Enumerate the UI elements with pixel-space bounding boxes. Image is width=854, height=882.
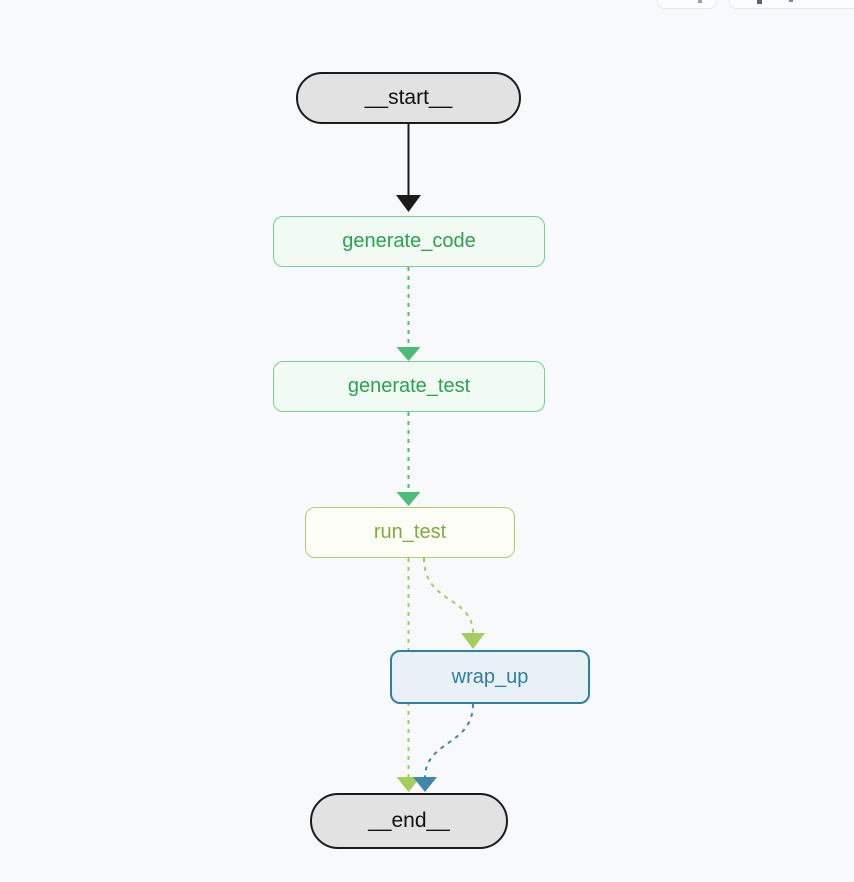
clipped-label-fragment bbox=[789, 0, 793, 2]
node-end-label: __end__ bbox=[368, 809, 450, 832]
node-wrap-up-label: wrap_up bbox=[451, 665, 529, 688]
arrowhead-wrap_up-end bbox=[413, 777, 437, 792]
node-generate-test[interactable]: generate_test bbox=[273, 361, 545, 412]
node-run-test[interactable]: run_test bbox=[305, 507, 515, 558]
node-run-test-label: run_test bbox=[373, 521, 447, 543]
node-generate-test-label: generate_test bbox=[347, 375, 471, 397]
arrowhead-generate_test-run_test bbox=[396, 492, 421, 506]
node-end[interactable]: __end__ bbox=[310, 793, 508, 849]
clipped-label-fragment bbox=[698, 0, 702, 3]
toolbar-button-2[interactable] bbox=[729, 0, 854, 9]
arrowhead-generate_code-generate_test bbox=[396, 347, 421, 361]
edge-wrap_up-end bbox=[424, 703, 474, 779]
node-start-label: __start__ bbox=[364, 86, 453, 109]
edge-run_test-wrap_up bbox=[423, 557, 474, 634]
node-generate-code-label: generate_code bbox=[342, 230, 476, 252]
arrowhead-run_test-wrap_up bbox=[461, 633, 485, 649]
clipped-label-fragment bbox=[757, 0, 762, 4]
toolbar-button-1[interactable] bbox=[657, 0, 717, 9]
arrowhead-run_test-end bbox=[396, 777, 421, 792]
node-generate-code[interactable]: generate_code bbox=[273, 216, 545, 267]
arrowhead-start-generate_code bbox=[396, 195, 421, 212]
node-wrap-up[interactable]: wrap_up bbox=[390, 650, 590, 704]
node-start[interactable]: __start__ bbox=[296, 72, 521, 124]
